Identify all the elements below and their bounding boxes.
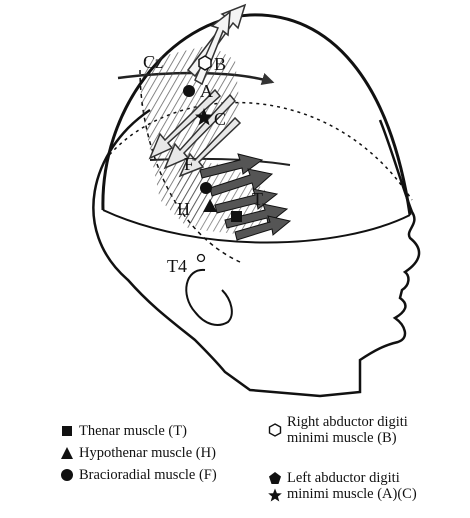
legend-thenar: Thenar muscle (T) (60, 423, 187, 439)
label-t: T (252, 189, 263, 209)
legend-thenar-label: Thenar muscle (T) (79, 423, 187, 439)
marker-b-hexagon (199, 56, 211, 70)
pentagon-marker-icon (268, 471, 282, 485)
marker-t4-circle (198, 255, 205, 262)
head-diagram: Cz B A C F H T T4 (0, 0, 470, 410)
label-cz: Cz (143, 52, 163, 72)
legend-hypothenar: Hypothenar muscle (H) (60, 445, 216, 461)
marker-f-circle (200, 182, 212, 194)
legend-bracioradial: Bracioradial muscle (F) (60, 467, 217, 483)
legend-left-abductor-label: Left abductor digiti minimi muscle (A)(C… (287, 470, 417, 502)
label-c: C (214, 109, 226, 129)
label-h: H (177, 199, 190, 219)
legend-hypothenar-label: Hypothenar muscle (H) (79, 445, 216, 461)
label-f: F (184, 154, 194, 174)
legend-right-abductor-label: Right abductor digiti minimi muscle (B) (287, 414, 408, 446)
triangle-marker-icon (60, 446, 74, 460)
hexagon-marker-icon (268, 423, 282, 437)
marker-a-circle (183, 85, 195, 97)
star-marker-icon (268, 488, 282, 502)
legend-bracioradial-label: Bracioradial muscle (F) (79, 467, 217, 483)
legend-left-abductor: Left abductor digiti minimi muscle (A)(C… (268, 470, 417, 502)
label-a: A (200, 81, 213, 101)
marker-t-square (231, 211, 242, 222)
legend: Thenar muscle (T) Hypothenar muscle (H) … (0, 410, 470, 518)
square-marker-icon (60, 424, 74, 438)
ear (186, 270, 232, 325)
circle-marker-icon (60, 468, 74, 482)
label-t4: T4 (167, 256, 187, 276)
label-b: B (214, 54, 226, 74)
legend-right-abductor: Right abductor digiti minimi muscle (B) (268, 414, 408, 446)
